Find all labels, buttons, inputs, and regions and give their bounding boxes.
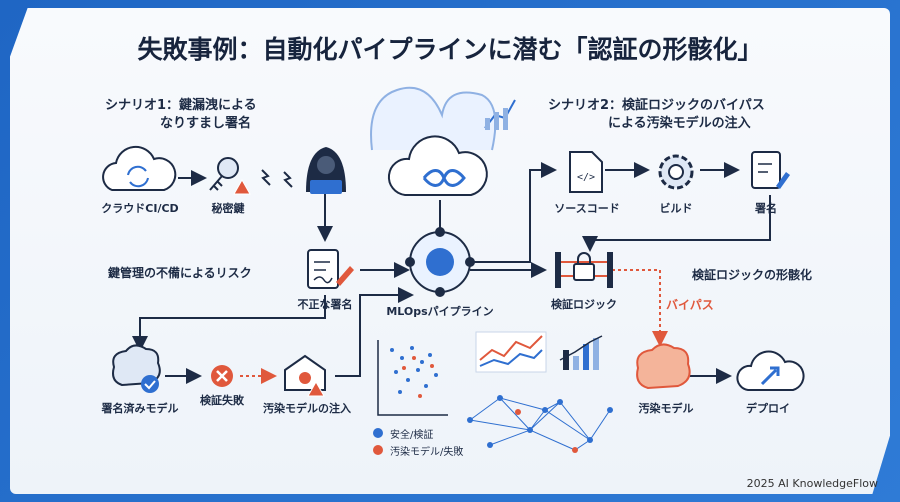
formality-label: 検証ロジックの形骸化 (692, 268, 813, 282)
lock-gate-icon (555, 252, 613, 288)
connector-lines (132, 162, 771, 384)
node-unauth-sign: 不正な署名 (297, 298, 353, 311)
bypass-label: バイパス (666, 298, 714, 312)
signature-doc-icon (307, 249, 354, 289)
scatter-plot-icon (377, 340, 448, 416)
bar-chart-icon (559, 335, 603, 370)
deploy-cloud-icon (736, 350, 805, 391)
node-cloud-cicd: クラウドCI/CD (101, 202, 179, 215)
legend-dot-safe (373, 428, 383, 438)
node-sign: 署名 (755, 202, 777, 215)
network-graph-icon (467, 395, 613, 453)
key-icon (209, 157, 251, 195)
page-title: 失敗事例：自動化パイプラインに潜む「認証の形骸化」 (137, 35, 763, 64)
source-code-icon: </> (569, 151, 603, 193)
node-verify-logic: 検証ロジック (551, 298, 617, 311)
node-deploy: デプロイ (746, 402, 790, 415)
central-cloud-icon (370, 86, 516, 196)
node-poison-inject: 汚染モデルの注入 (263, 402, 351, 415)
gear-icon (658, 154, 694, 190)
line-chart-icon (475, 331, 547, 373)
scenario1-line2: なりすまし署名 (160, 116, 252, 131)
node-source-code: ソースコード (554, 202, 620, 215)
poison-brain-icon (636, 343, 691, 390)
fail-x-icon (211, 365, 233, 387)
node-verify-fail: 検証失敗 (200, 394, 244, 407)
scenario2-line2: による汚染モデルの注入 (608, 116, 751, 131)
cloud-icon (102, 145, 177, 191)
node-mlops: MLOpsパイプライン (386, 305, 494, 318)
node-secret-key: 秘密鍵 (211, 202, 245, 215)
footer-credit: 2025 AI KnowledgeFlow (746, 477, 878, 490)
bolt-icon (261, 169, 293, 188)
inject-container-icon (284, 354, 326, 397)
legend-poison-label: 汚染モデル/失敗 (390, 447, 464, 458)
node-signed-model: 署名済みモデル (101, 402, 179, 415)
mlops-hub-icon (405, 227, 475, 297)
node-build: ビルド (659, 202, 693, 215)
sign-doc-icon (751, 151, 790, 189)
hacker-icon (306, 147, 346, 194)
danger-connectors (240, 269, 668, 384)
node-poison-model: 汚染モデル (638, 402, 694, 415)
brain-check-icon (112, 344, 161, 393)
svg-text:</>: </> (577, 172, 595, 183)
legend-safe-label: 安全/検証 (390, 430, 434, 441)
risk-label: 鍵管理の不備によるリスク (108, 266, 252, 280)
scenario1-line1: シナリオ1：鍵漏洩による (105, 98, 257, 113)
legend-dot-poison (373, 445, 383, 455)
scenario2-line1: シナリオ2：検証ロジックのバイパス (548, 98, 765, 113)
